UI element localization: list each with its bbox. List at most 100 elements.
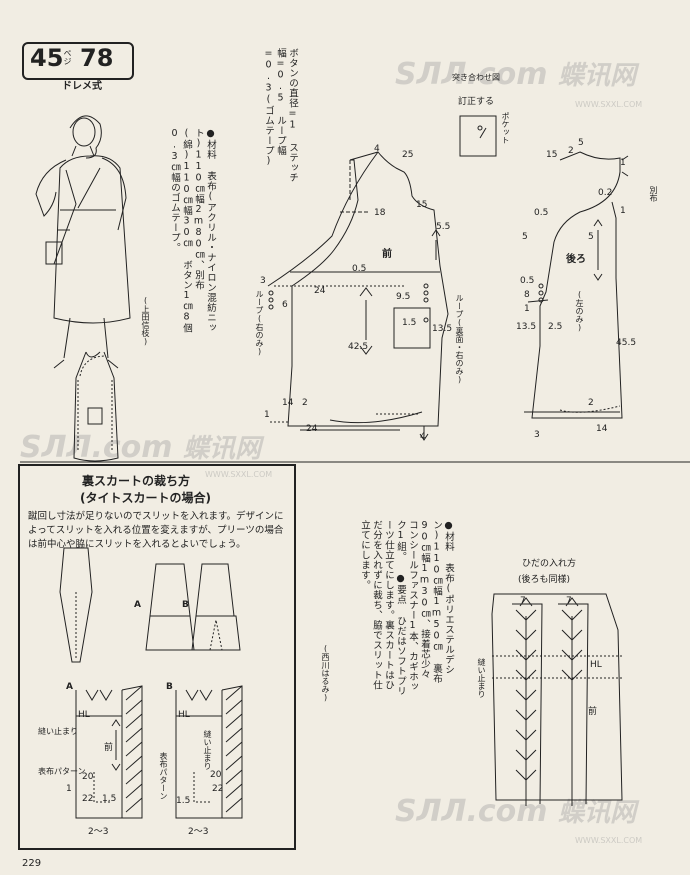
pocket-note-title: 突き合わせ図 (452, 73, 500, 82)
front-label: 4 (420, 432, 426, 442)
pocket-detail (459, 115, 497, 157)
pleat-hl: HL (590, 660, 602, 670)
back-label: 8 (524, 290, 530, 300)
lining-n20-a: 20 (82, 772, 94, 782)
back-label: 13.5 (516, 322, 537, 332)
pleat-diagram-outline (491, 593, 623, 806)
front-label: 13.5 (432, 324, 453, 334)
lining-n15-a: 1.5 (102, 794, 117, 804)
back-pattern-outline (524, 151, 629, 419)
lining-n20-b: 20 (210, 770, 222, 780)
pleat-front: 前 (588, 707, 598, 717)
front-label: 25 (402, 150, 414, 160)
front-loop-left: ループ(右のみ) (255, 290, 264, 356)
front-label: 1 (264, 410, 270, 420)
lining-label-a2: A (66, 682, 73, 692)
lining-n22-b: 22 (212, 784, 224, 794)
pleat-title: ひだの入れ方 (522, 559, 577, 569)
back-label: 3 (534, 430, 540, 440)
skirt-materials-credit: (西川はるみ) (321, 644, 330, 702)
front-label: 24 (314, 286, 326, 296)
lining-instructions-box (18, 464, 296, 850)
front-label: 4 (374, 144, 380, 154)
pleat-sew: 縫い止まり (477, 658, 486, 698)
pleat-seven-2: 7 (566, 596, 572, 606)
watermark-bottom-url: WWW.SXXL.COM (575, 836, 643, 845)
lining-label-b2: B (166, 682, 173, 692)
front-label: 14 (282, 398, 294, 408)
back-label: 0.5 (520, 276, 535, 286)
back-label: 2 (588, 398, 594, 408)
back-label: 1 (524, 304, 530, 314)
front-label: 42.5 (348, 342, 369, 352)
front-label: 3 (260, 276, 266, 286)
materials-credit-top: (上田信枝) (141, 296, 150, 346)
back-label-main: 後ろ (566, 254, 586, 265)
lining-skirt-sketches (59, 547, 241, 663)
lining-label-a: A (134, 600, 141, 610)
pocket-label: ポケット (501, 112, 510, 144)
front-label: 18 (374, 208, 386, 218)
front-label: 1.5 (402, 318, 417, 328)
lining-n23-a: 2〜3 (88, 827, 109, 837)
lining-n1-a: 1 (66, 784, 72, 794)
lining-sew-a: 縫い止まり (38, 727, 78, 736)
lining-pattern-a (75, 685, 143, 819)
watermark-mid-url: WWW.SXXL.COM (205, 470, 273, 479)
lining-pattern-b: 表布パターン (159, 752, 168, 800)
pleat-seven-1: 7 (520, 596, 526, 606)
badge-number-1: 45 (30, 44, 64, 72)
back-label: 5 (522, 232, 528, 242)
skirt-materials-text: ●材料 表布(ポリエステルデシン)110㎝幅1m50㎝ 裏布90㎝幅1m30㎝、… (359, 520, 454, 696)
back-label: 5 (578, 138, 584, 148)
back-label: 15 (546, 150, 558, 160)
front-label: 6 (282, 300, 288, 310)
front-loop-right: ループ(裏面・右のみ) (455, 294, 464, 384)
button-note: ボタンの直径=1 ステッチ幅=0.5 ループ幅=0.3(ゴムテープ) (263, 48, 298, 183)
front-label-main: 前 (382, 249, 392, 260)
front-label: 5.5 (436, 222, 451, 232)
back-label: 14 (596, 424, 608, 434)
back-label: 2.5 (548, 322, 563, 332)
front-label: 0.5 (352, 264, 367, 274)
lining-pattern-b (175, 685, 243, 819)
front-label: 24 (306, 424, 318, 434)
lining-hl-b: HL (178, 710, 190, 720)
lining-pattern-a: 表布パターン (38, 767, 86, 776)
materials-text-top: ●材料 表布(アクリル・ナイロン混紡ニット)110㎝幅2m80㎝、別布(綿)11… (169, 128, 216, 333)
back-label: 0.5 (534, 208, 549, 218)
back-side-note: 別布 (649, 186, 658, 202)
page-number: 229 (22, 858, 42, 869)
back-label: 1 (620, 158, 626, 168)
front-pattern-outline (267, 151, 449, 441)
lining-front-a: 前 (104, 743, 114, 753)
pocket-note-sub: 訂正する (458, 97, 495, 107)
watermark-top-url: WWW.SXXL.COM (575, 100, 643, 109)
badge-ruby: ペジ (63, 49, 72, 65)
front-label: 15 (416, 200, 428, 210)
back-label: 2 (568, 146, 574, 156)
lining-label-b: B (182, 600, 189, 610)
dress-sketch (73, 351, 119, 462)
lining-n22-a: 22 (82, 794, 94, 804)
front-label: 2 (302, 398, 308, 408)
lining-subtitle: (タイトスカートの場合) (80, 491, 211, 505)
page-reference-badge: 45 ペジ 78 (22, 42, 134, 80)
badge-subtitle: ドレメ式 (62, 81, 102, 92)
lining-hl-a: HL (78, 710, 90, 720)
back-label: 0.2 (598, 188, 613, 198)
lining-n15-b: 1.5 (176, 796, 191, 806)
model-illustration (35, 115, 131, 369)
back-left-note: (左のみ) (575, 290, 584, 332)
lining-n23-b: 2〜3 (188, 827, 209, 837)
back-label: 1 (620, 206, 626, 216)
lining-body: 蹴回し寸法が足りないのでスリットを入れます。デザインによってスリットを入れる位置… (28, 511, 284, 550)
front-label: 9.5 (396, 292, 411, 302)
back-label: 45.5 (616, 338, 637, 348)
pleat-subtitle: (後ろも同様) (518, 575, 571, 585)
back-label: 5 (588, 232, 594, 242)
badge-number-2: 78 (80, 44, 114, 72)
lining-sew-b: 縫い止まり (203, 730, 212, 770)
lining-title: 裏スカートの裁ち方 (82, 474, 191, 488)
